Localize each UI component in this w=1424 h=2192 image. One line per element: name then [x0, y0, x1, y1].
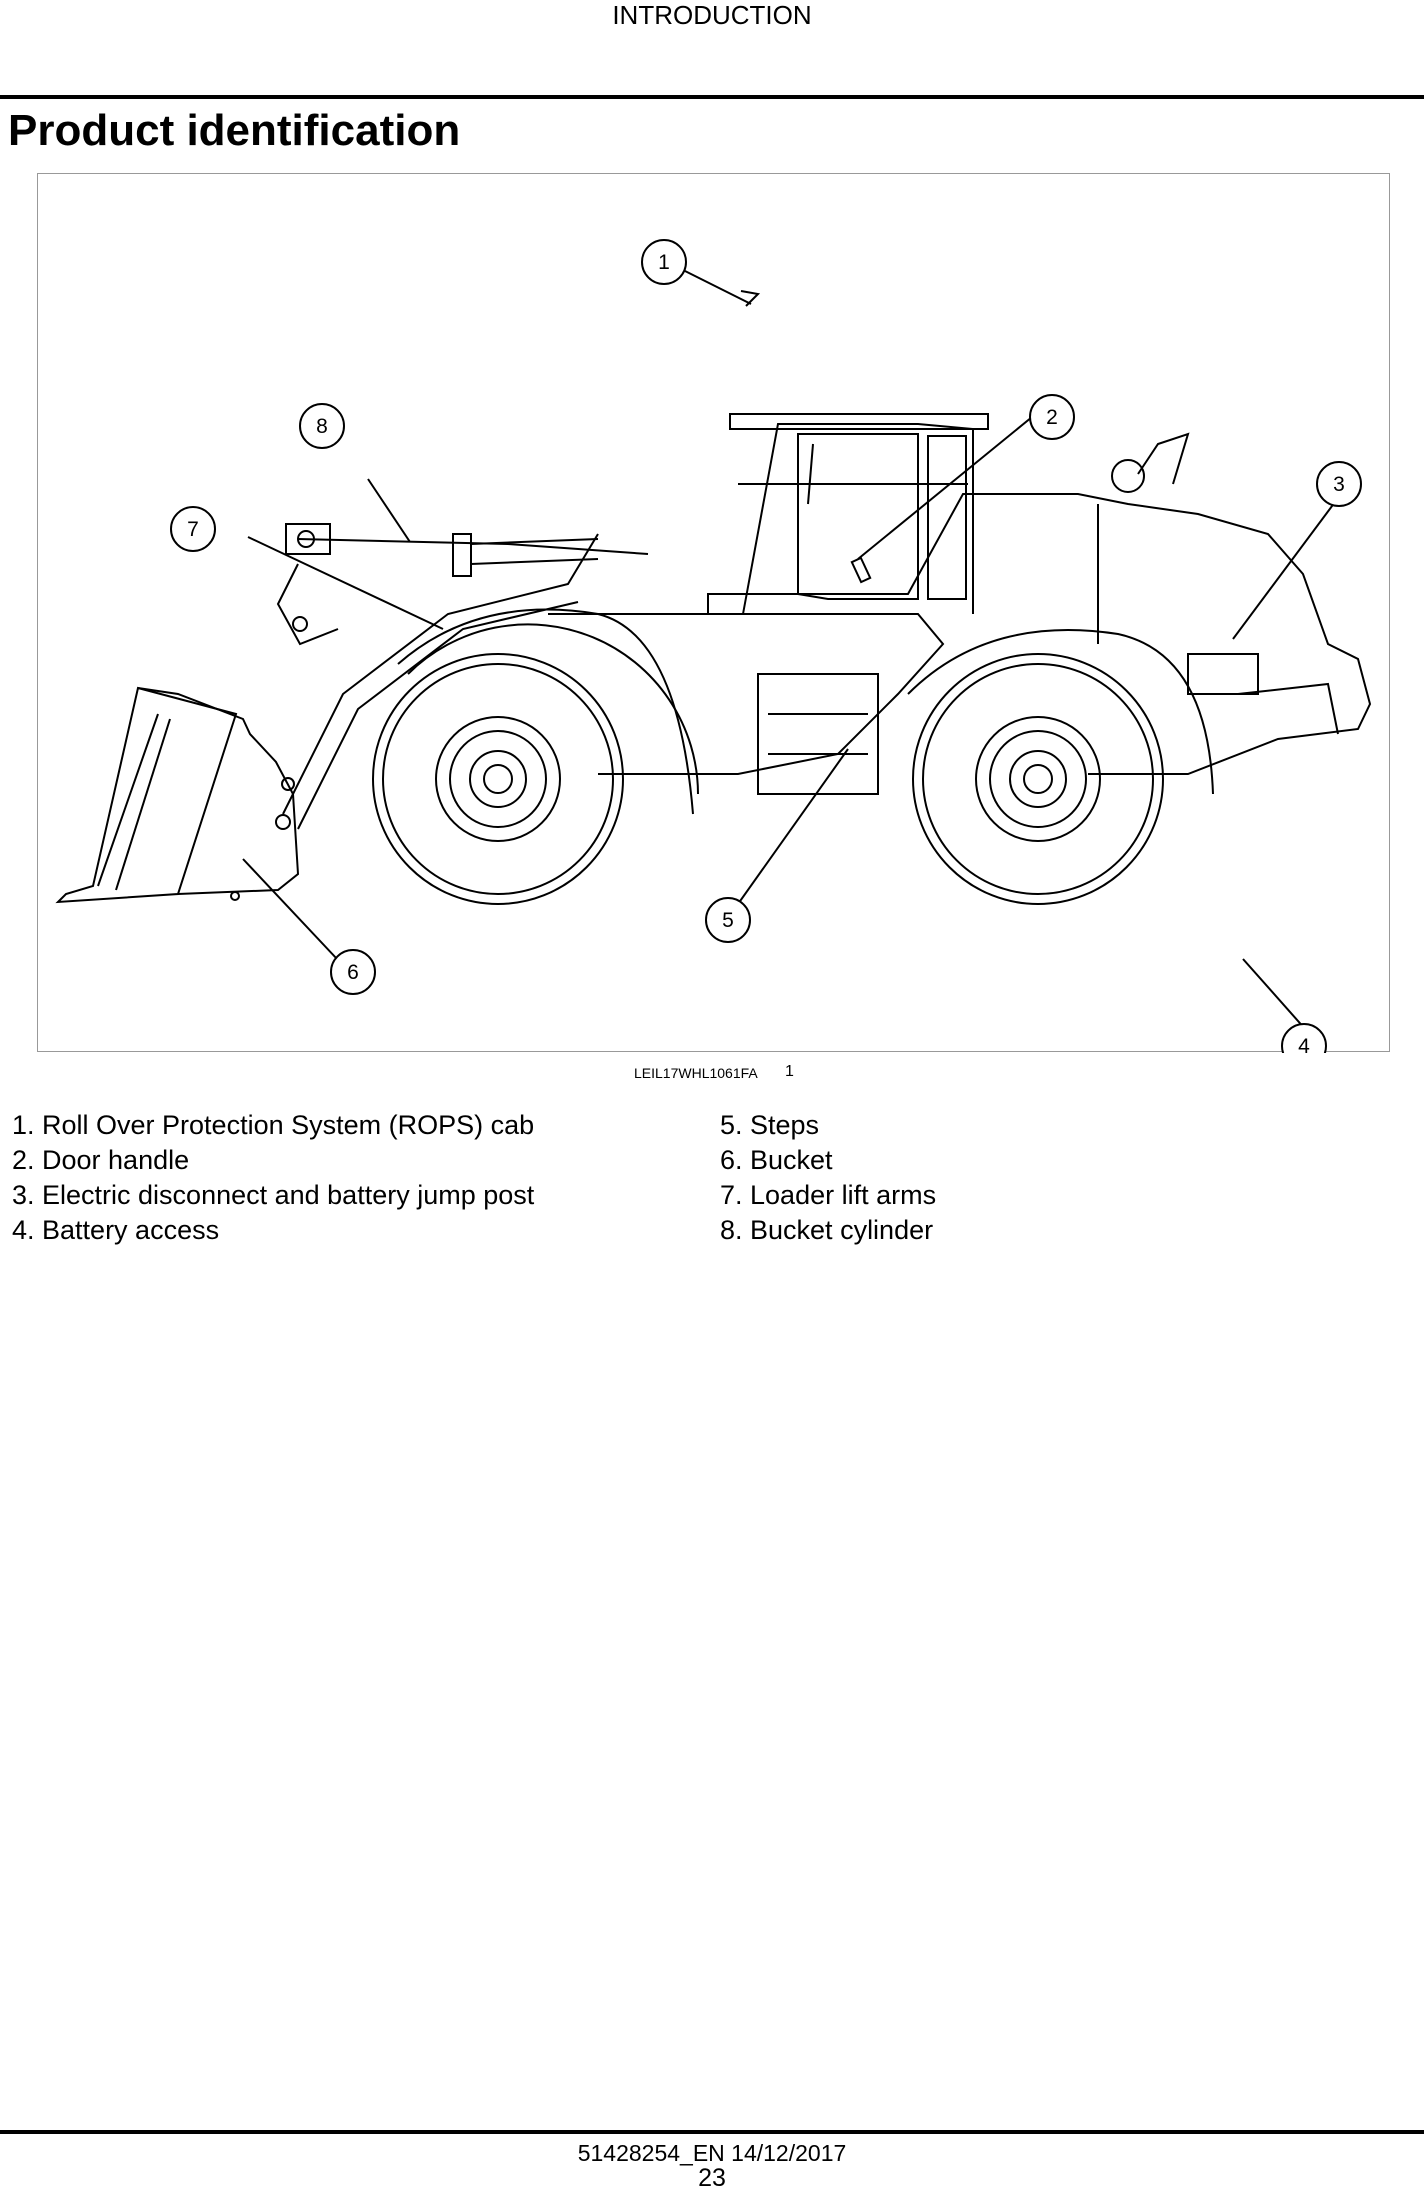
figure-reference-code: LEIL17WHL1061FA	[634, 1065, 758, 1081]
callout-bubble-8	[299, 403, 345, 449]
legend-item-4: 4. Battery access	[12, 1215, 220, 1245]
callout-number-4: 4	[1298, 1035, 1310, 1053]
legend-item-1: 1. Roll Over Protection System (ROPS) ca…	[12, 1110, 535, 1140]
figure-number: 1	[785, 1063, 794, 1080]
rear-wheel-drawing	[907, 629, 1214, 905]
callout-bubble-4	[1281, 1023, 1327, 1053]
callout-number-8: 8	[316, 415, 328, 438]
leader-5	[737, 748, 849, 905]
arrowhead-1	[740, 290, 761, 307]
leader-7	[247, 536, 444, 630]
legend-item-6: 6. Bucket	[720, 1145, 833, 1175]
callout-bubble-6	[330, 949, 376, 995]
legend-item-3: 3. Electric disconnect and battery jump …	[12, 1180, 535, 1210]
legend-left-column: 1. Roll Over Protection System (ROPS) ca…	[12, 1108, 534, 1248]
leader-4	[1242, 958, 1307, 1031]
footer-rule	[0, 2130, 1424, 2134]
legend-item-8: 8. Bucket cylinder	[720, 1215, 934, 1245]
lift-arms-drawing	[276, 523, 649, 830]
callout-number-2: 2	[1046, 406, 1058, 429]
callout-bubble-1	[641, 239, 687, 285]
leader-1	[682, 269, 752, 305]
cab-drawing	[729, 413, 989, 615]
page-number: 23	[698, 2164, 726, 2192]
callout-bubble-5	[705, 897, 751, 943]
bucket-drawing	[55, 686, 300, 904]
section-header: INTRODUCTION	[612, 0, 812, 30]
callout-bubbles	[170, 239, 1362, 1053]
callout-number-7: 7	[187, 518, 199, 541]
page-title: Product identification	[8, 106, 461, 155]
leader-2	[857, 416, 1033, 560]
leader-3	[1232, 497, 1339, 640]
front-wheel-drawing	[372, 608, 699, 905]
callout-number-3: 3	[1333, 473, 1345, 496]
wheel-loader-illustration: 1 2 3 4 5 6 7 8	[55, 239, 1372, 1053]
body-drawing	[548, 432, 1372, 795]
leader-8	[367, 478, 411, 543]
callout-bubble-2	[1029, 394, 1075, 440]
footer-document-code: 51428254_EN 14/12/2017	[577, 2140, 847, 2166]
loader-illustration-figure: 1 2 3 4 5 6 7 8	[37, 173, 1390, 1053]
callout-number-1: 1	[658, 251, 670, 274]
leader-6	[242, 858, 354, 977]
callout-bubble-7	[170, 506, 216, 552]
callout-number-5: 5	[722, 909, 734, 932]
legend-right-column: 5. Steps 6. Bucket 7. Loader lift arms 8…	[720, 1108, 936, 1248]
callout-bubble-3	[1316, 461, 1362, 507]
callout-leaders	[242, 269, 1339, 1031]
header-rule	[0, 95, 1424, 99]
legend-item-2: 2. Door handle	[12, 1145, 190, 1175]
legend-item-7: 7. Loader lift arms	[720, 1180, 937, 1210]
callout-number-6: 6	[347, 961, 359, 984]
legend-item-5: 5. Steps	[720, 1110, 820, 1140]
